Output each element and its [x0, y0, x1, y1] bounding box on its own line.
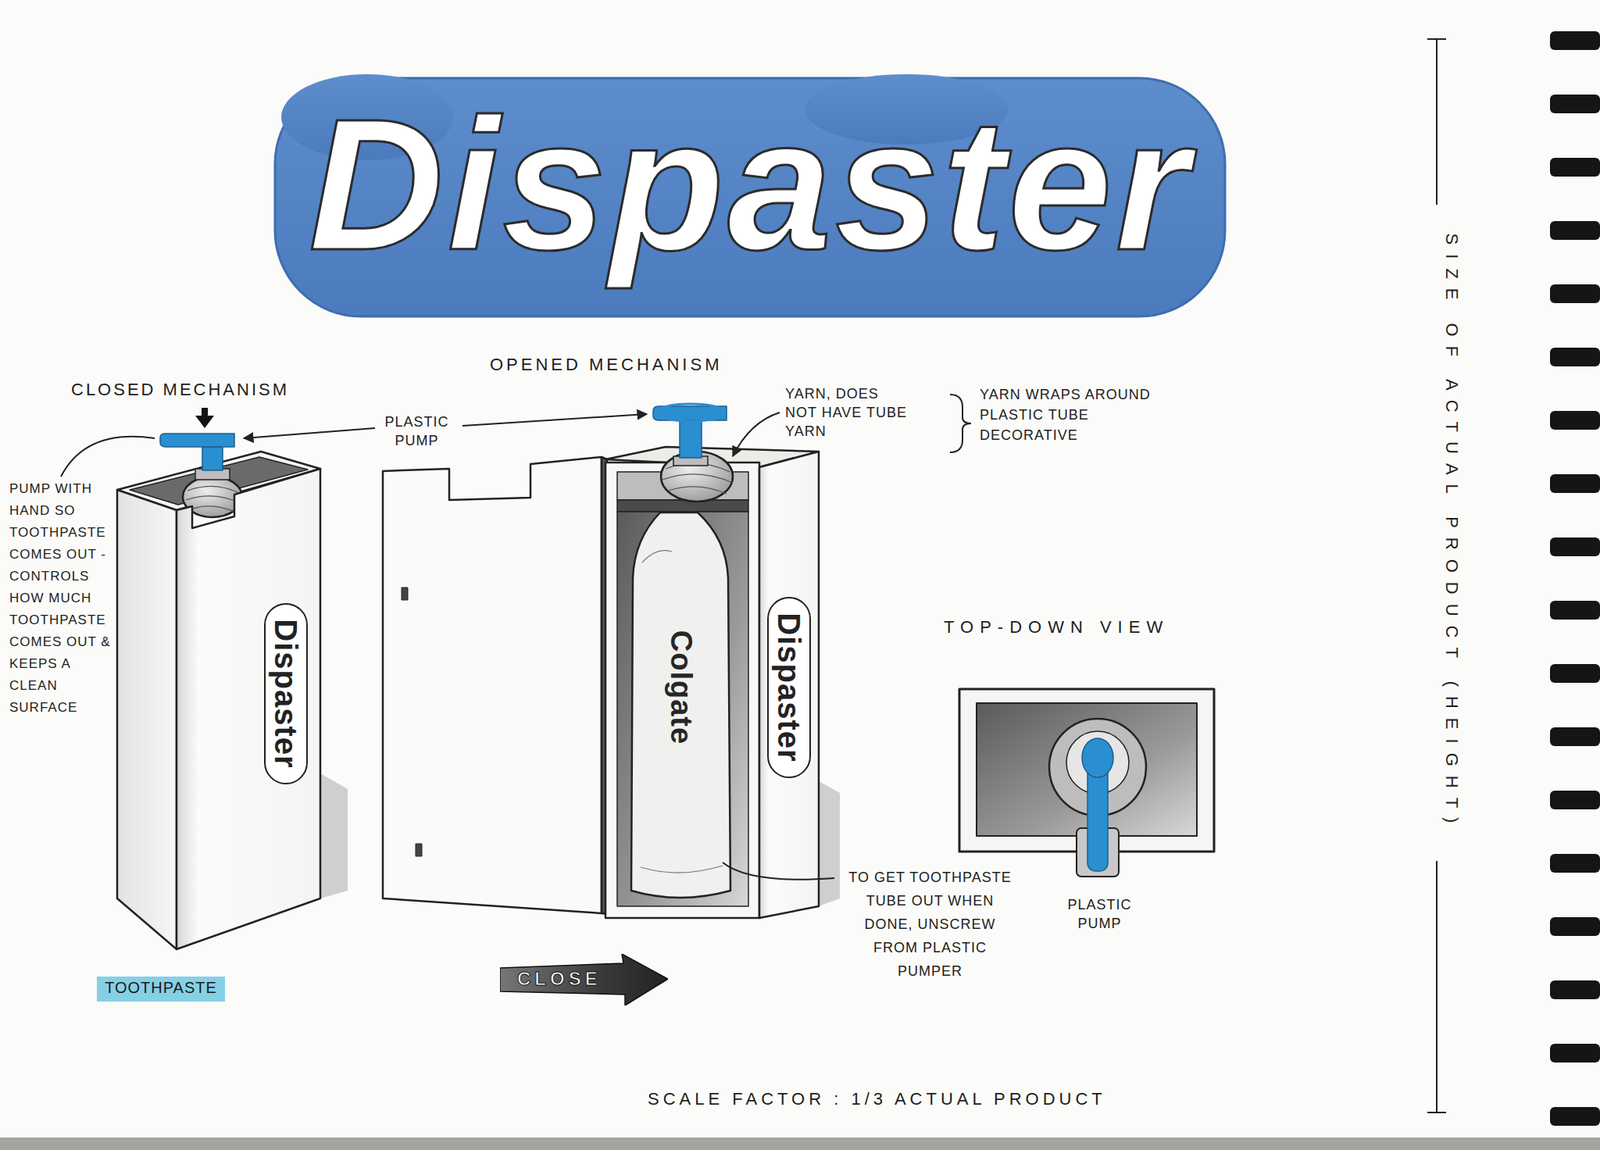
annotation: CLOSED MECHANISM [71, 379, 290, 400]
annotation: OPENED MECHANISM [489, 354, 722, 375]
down-arrow-head [195, 415, 215, 429]
annotation: SIZE OF ACTUAL PRODUCT (HEIGHT) [1441, 233, 1462, 833]
top-down-view [959, 689, 1215, 877]
title-halo [275, 74, 1225, 317]
node-text: CLOSE [517, 968, 602, 990]
highlight-band: TOOTHPASTE [96, 976, 225, 1002]
pump-stem [679, 420, 702, 458]
open-door [382, 457, 608, 915]
node-text: Dispaster [771, 612, 807, 762]
desk-edge [0, 1137, 1600, 1150]
annotation: PLASTIC PUMP [1062, 895, 1137, 933]
title-lettering: Dispaster [277, 90, 1223, 279]
node-text: Dispaster [268, 618, 304, 768]
annotation: PUMP WITH HAND SO TOOTHPASTE COMES OUT -… [9, 478, 113, 719]
pencil-shadow [320, 773, 348, 899]
annotation: TO GET TOOTHPASTE TUBE OUT WHEN DONE, UN… [842, 865, 1018, 983]
annotation: YARN, DOES NOT HAVE TUBE YARN [785, 384, 915, 441]
closed-dispenser [117, 433, 348, 950]
leader-line [722, 862, 835, 880]
brace [950, 394, 972, 453]
pointer-arrow [462, 414, 647, 426]
arrow-shape [500, 953, 668, 1006]
close-arrow: CLOSE [500, 953, 668, 1006]
annotation: SCALE FACTOR : 1/3 ACTUAL PRODUCT [647, 1089, 1107, 1110]
pointer-arrow [243, 428, 375, 439]
yarn-ball [660, 451, 733, 502]
box-right-face [176, 468, 321, 950]
annotation: PLASTIC PUMP [379, 412, 454, 450]
pump-head [160, 433, 235, 447]
brand-label: Dispaster [767, 596, 811, 779]
pump-stem [202, 446, 223, 471]
tube-brand: Colgate [658, 625, 698, 750]
node-text: TOOTHPASTE [104, 978, 218, 997]
annotation: TOP-DOWN VIEW [943, 617, 1169, 638]
node-text: Colgate [663, 630, 697, 745]
open-body [605, 403, 840, 918]
pointer-arrow [732, 412, 780, 457]
box-left-face [117, 489, 177, 950]
annotation: YARN WRAPS AROUND PLASTIC TUBE DECORATIV… [979, 384, 1168, 446]
yarn-strands [185, 485, 241, 513]
leader-line [60, 436, 155, 477]
brand-label: Dispaster [264, 603, 308, 785]
spiral-binding [1550, 31, 1600, 1126]
pump-ring [656, 403, 725, 422]
toothpaste-tube [631, 512, 731, 898]
